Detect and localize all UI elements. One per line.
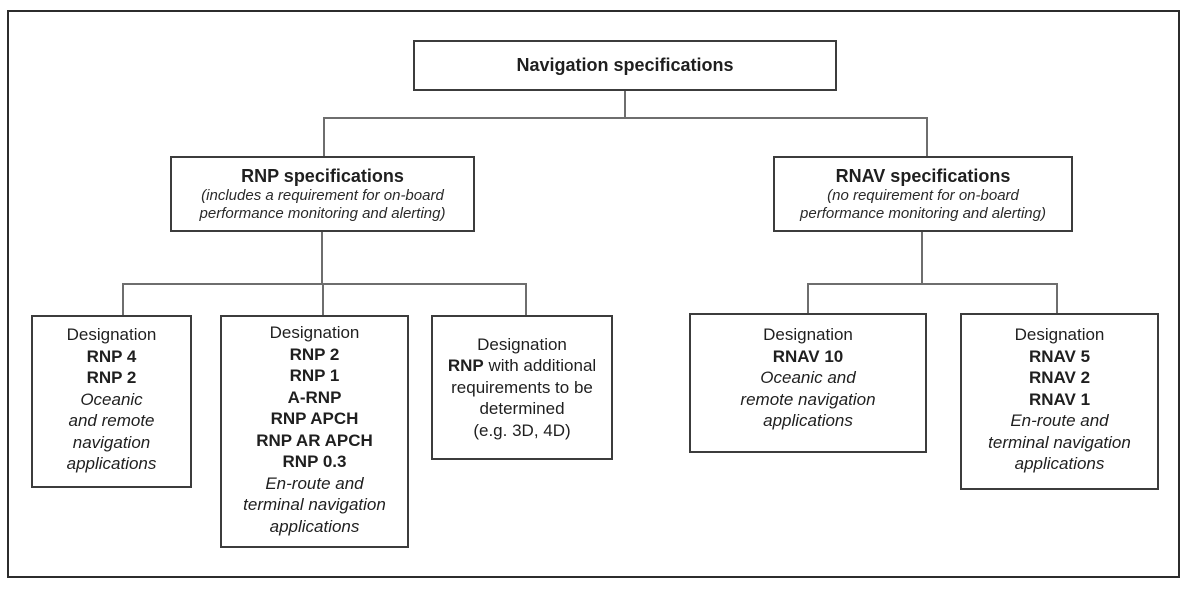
designation-value: A-RNP (287, 387, 342, 407)
designation-value: RNAV 5 (1028, 346, 1091, 366)
connector-drop-rnp-future (525, 283, 527, 315)
designation-value: RNP AR APCH (256, 430, 373, 450)
leaf-box-rnp-enroute: Designation RNP 2 RNP 1 A-RNP RNP APCH R… (220, 315, 409, 548)
designation-value: RNP 1 (289, 366, 340, 385)
future-requirements-rest: with additional (483, 356, 597, 376)
description-line: applications (1014, 454, 1105, 473)
leaf-box-rnp-future: Designation RNP with additional requirem… (431, 315, 613, 460)
connector-drop-rnav-oceanic (807, 283, 809, 315)
connector-drop-rnav-enroute (1056, 283, 1058, 315)
leaf-box-rnav-oceanic: Designation RNAV 10 Oceanic and remote n… (689, 313, 927, 453)
branch-box-rnp-specifications: RNP specifications (includes a requireme… (170, 156, 475, 232)
description-line: terminal navigation (988, 432, 1131, 452)
branch-box-rnav-specifications: RNAV specifications (no requirement for … (773, 156, 1073, 232)
root-title: Navigation specifications (516, 55, 734, 75)
rnav-subtitle-line1: (no requirement for on-board (827, 187, 1019, 204)
connector-rnp-horizontal (122, 283, 527, 285)
rnp-subtitle-line2: performance monitoring and alerting) (199, 205, 446, 222)
designation-label: Designation (1014, 325, 1105, 344)
designation-value: RNP APCH (270, 409, 359, 428)
designation-value: RNP 2 (289, 344, 340, 364)
rnav-title: RNAV specifications (835, 166, 1011, 186)
rnp-title: RNP specifications (241, 166, 404, 186)
description-line: En-route and (265, 473, 364, 493)
future-requirements-line: requirements to be (451, 377, 593, 397)
designation-value: RNAV 1 (1028, 389, 1091, 409)
leaf-box-rnp-oceanic: Designation RNP 4 RNP 2 Oceanic and remo… (31, 315, 192, 488)
designation-label: Designation (477, 334, 567, 354)
description-line: terminal navigation (243, 495, 386, 514)
connector-rnp-trunk (321, 232, 323, 285)
description-line: and remote (68, 411, 155, 430)
description-line: remote navigation (740, 389, 876, 409)
designation-value: RNAV 10 (772, 346, 844, 366)
connector-rnav-horizontal (807, 283, 1058, 285)
connector-root-trunk (624, 91, 626, 117)
connector-drop-rnav (926, 117, 928, 156)
connector-rnav-trunk (921, 232, 923, 285)
outer-frame (7, 10, 1180, 578)
description-line: applications (66, 454, 157, 473)
designation-value: RNP 2 (86, 368, 137, 387)
description-line: Oceanic (80, 389, 143, 409)
connector-level1-horizontal (323, 117, 928, 119)
description-line: applications (269, 516, 360, 536)
connector-drop-rnp-oceanic (122, 283, 124, 315)
connector-drop-rnp-enroute (322, 283, 324, 315)
root-box-navigation-specifications: Navigation specifications (413, 40, 837, 91)
designation-label: Designation (269, 323, 360, 342)
designation-value: RNP (447, 356, 484, 376)
rnp-subtitle-line1: (includes a requirement for on-board (201, 187, 444, 204)
designation-label: Designation (763, 325, 853, 344)
description-line: En-route and (1010, 411, 1109, 430)
rnav-subtitle-line2: performance monitoring and alerting) (800, 205, 1046, 222)
designation-value: RNAV 2 (1028, 368, 1091, 387)
description-line: applications (763, 411, 853, 430)
description-line: Oceanic and (760, 368, 856, 387)
future-requirements-line: determined (479, 399, 565, 419)
connector-drop-rnp (323, 117, 325, 156)
future-requirements-line: (e.g. 3D, 4D) (473, 420, 571, 440)
future-requirements-line: RNP with additional (448, 355, 596, 377)
description-line: navigation (72, 432, 151, 452)
designation-value: RNP 4 (86, 346, 137, 366)
designation-value: RNP 0.3 (282, 452, 347, 471)
leaf-box-rnav-enroute: Designation RNAV 5 RNAV 2 RNAV 1 En-rout… (960, 313, 1159, 490)
designation-label: Designation (66, 325, 157, 344)
